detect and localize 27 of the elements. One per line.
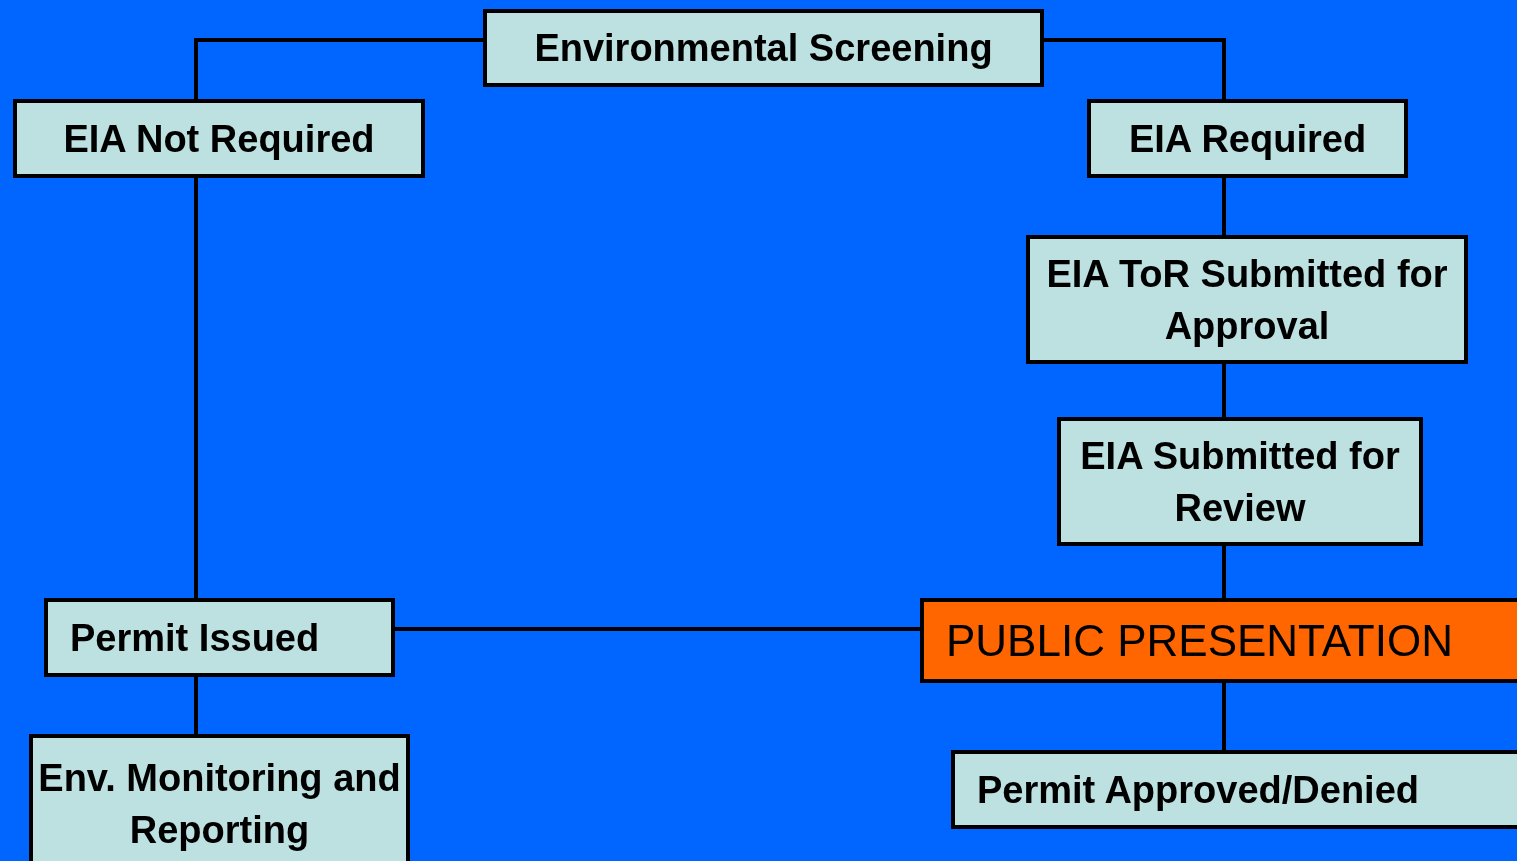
process-box [1026, 235, 1468, 364]
connector-line [395, 627, 920, 631]
connector-line [1222, 364, 1226, 417]
highlighted-process-box [920, 598, 1517, 683]
box-label: Permit Approved/Denied [977, 767, 1419, 813]
process-box [1057, 417, 1423, 546]
process-box [483, 9, 1044, 87]
box-label: Env. Monitoring and Reporting [37, 756, 402, 853]
box-label: EIA ToR Submitted for Approval [1045, 251, 1449, 349]
box-label: Environmental Screening [534, 26, 993, 71]
process-box [29, 734, 410, 861]
connector-line [1222, 546, 1226, 598]
process-box [13, 99, 425, 178]
box-label: EIA Not Required [63, 116, 375, 162]
connector-line [194, 178, 198, 598]
process-box [951, 750, 1517, 829]
box-label: EIA Submitted for Review [1079, 433, 1401, 531]
connector-line [1222, 683, 1226, 750]
connector-line [194, 38, 483, 99]
connector-line [194, 677, 198, 734]
connector-line [1222, 178, 1226, 235]
process-box [44, 598, 395, 677]
connector-line [1044, 38, 1226, 99]
box-label: EIA Required [1128, 116, 1367, 162]
box-label: PUBLIC PRESENTATION [946, 614, 1453, 667]
process-box [1087, 99, 1408, 178]
box-label: Permit Issued [70, 615, 320, 661]
